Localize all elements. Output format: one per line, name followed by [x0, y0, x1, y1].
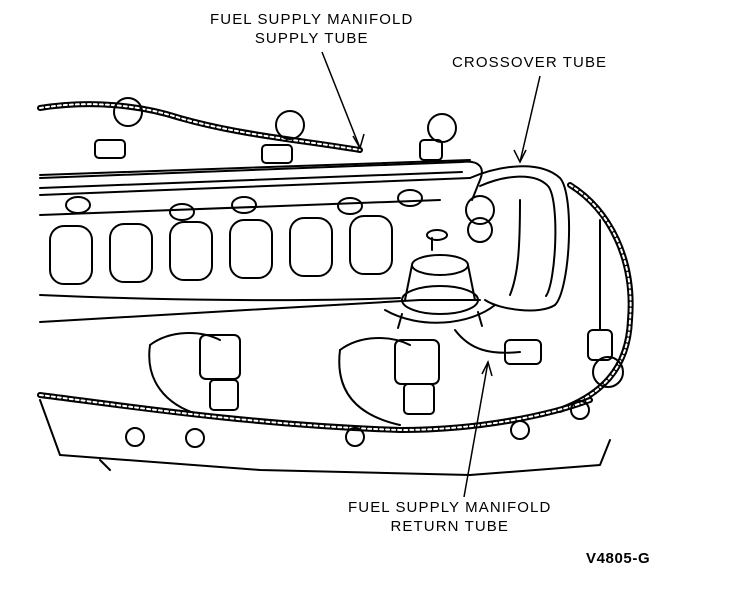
label-crossover: CROSSOVER TUBE — [452, 54, 608, 71]
wiring-harness-right — [557, 182, 634, 413]
leader-crossover — [519, 75, 541, 163]
crossover-tube — [469, 165, 571, 312]
lower-injectors — [148, 332, 440, 426]
label-supply-tube: FUEL SUPPLY MANIFOLD SUPPLY TUBE — [210, 10, 413, 48]
return-tube — [454, 329, 521, 354]
leader-return-tube — [463, 361, 489, 498]
leader-supply-tube — [321, 51, 361, 149]
label-return-tube: FUEL SUPPLY MANIFOLD RETURN TUBE — [348, 498, 551, 536]
intake-runners — [49, 215, 393, 285]
lower-bolts — [125, 400, 590, 448]
crossover-fitting — [465, 195, 495, 225]
upper-studs — [65, 189, 423, 221]
supply-tube — [39, 160, 483, 201]
manifold-top-edge — [39, 159, 471, 176]
label-return-tube-line1: FUEL SUPPLY MANIFOLD — [348, 499, 552, 516]
label-return-tube-line2: RETURN TUBE — [390, 518, 509, 535]
label-supply-tube-line1: FUEL SUPPLY MANIFOLD — [210, 11, 414, 28]
figure-id: V4805-G — [586, 550, 651, 567]
upper-injector-connectors — [94, 97, 457, 164]
manifold-base — [39, 399, 611, 476]
pressure-regulator — [384, 229, 496, 329]
label-supply-tube-line2: SUPPLY TUBE — [254, 30, 369, 47]
manifold-lower-edge — [39, 294, 401, 302]
right-connector — [592, 356, 624, 388]
